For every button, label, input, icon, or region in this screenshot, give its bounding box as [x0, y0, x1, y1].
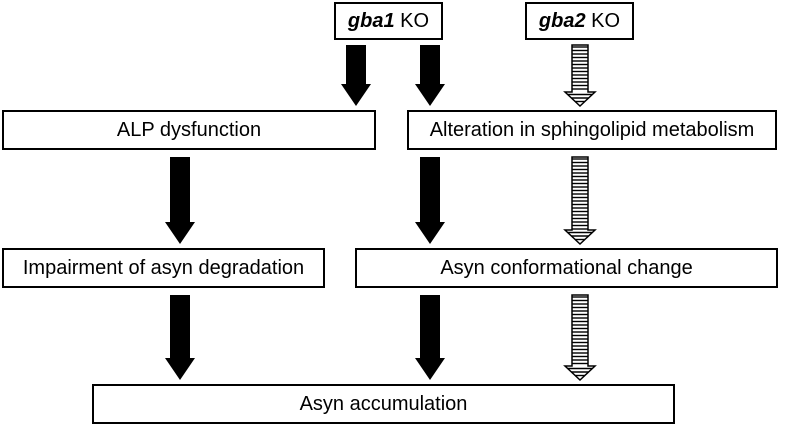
arrow-conformational_change-to-accumulation-hatched — [563, 294, 597, 382]
solid-arrow-shape — [415, 295, 445, 380]
node-asyn-accumulation: Asyn accumulation — [92, 384, 675, 424]
gba1-ko-suffix: KO — [394, 10, 430, 32]
gba2-gene-label: gba2 — [538, 10, 586, 32]
arrow-impaired_degradation-to-accumulation-solid — [165, 295, 195, 380]
node-gba1-ko: gba1 KO — [334, 2, 443, 40]
node-sphingolipid-alteration: Alteration in sphingolipid metabolism — [407, 110, 777, 150]
gba1-gene-label: gba1 — [347, 10, 395, 32]
solid-arrow-shape — [165, 157, 195, 244]
node-conformational-change: Asyn conformational change — [355, 248, 778, 288]
arrow-gba1_ko-to-alp_dysfunction-solid — [341, 45, 371, 106]
solid-arrow-shape — [415, 45, 445, 106]
node-impaired-degradation: Impairment of asyn degradation — [2, 248, 325, 288]
arrow-gba1_ko-to-sphingolipid_alteration-solid — [415, 45, 445, 106]
arrow-conformational_change-to-accumulation-solid — [415, 295, 445, 380]
node-alp-dysfunction: ALP dysfunction — [2, 110, 376, 150]
arrow-gba2_ko-to-sphingolipid_alteration-hatched — [563, 44, 597, 108]
arrow-sphingolipid_alteration-to-conformational_change-solid — [415, 157, 445, 244]
node-gba2-ko: gba2 KO — [525, 2, 634, 40]
arrow-alp_dysfunction-to-impaired_degradation-solid — [165, 157, 195, 244]
solid-arrow-shape — [415, 157, 445, 244]
arrow-sphingolipid_alteration-to-conformational_change-hatched — [563, 156, 597, 246]
solid-arrow-shape — [341, 45, 371, 106]
solid-arrow-shape — [165, 295, 195, 380]
gba2-ko-suffix: KO — [585, 10, 621, 32]
